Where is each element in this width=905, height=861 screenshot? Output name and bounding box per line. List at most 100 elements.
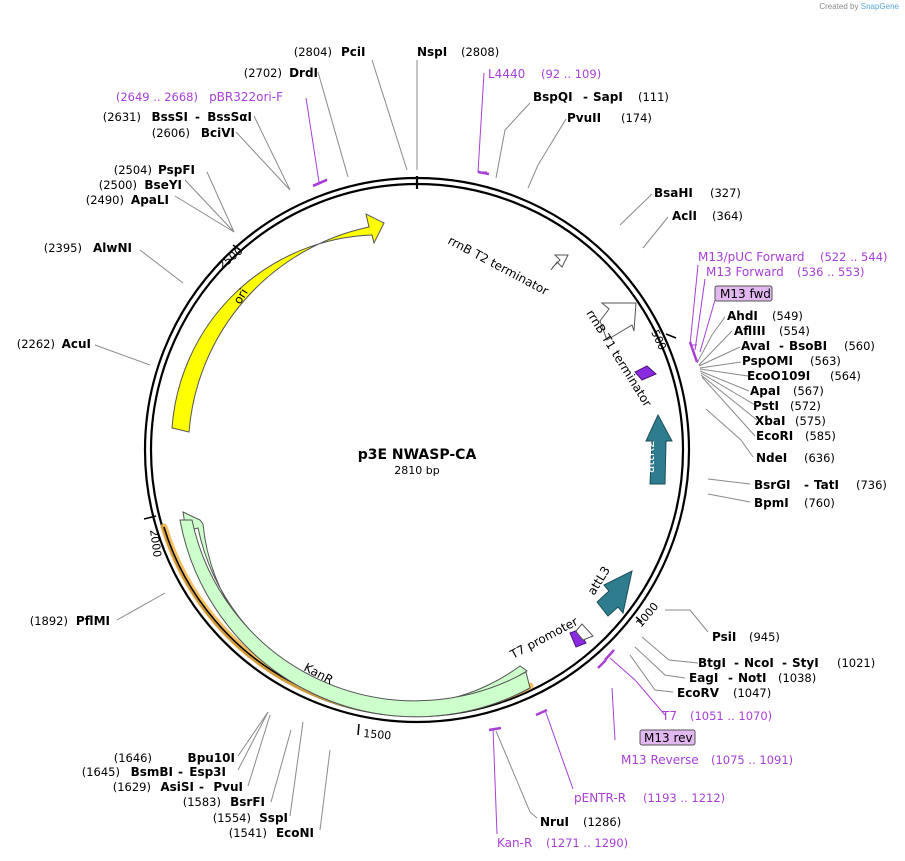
credit-prefix: Created by: [819, 2, 859, 11]
site-ndei-name[interactable]: NdeI: [756, 451, 787, 465]
site-ahdi-name[interactable]: AhdI: [727, 309, 758, 323]
site-sapi-name[interactable]: SapI: [593, 90, 623, 104]
site-pvuii-pos: (174): [621, 111, 652, 125]
site-psii-pos: (945): [749, 630, 780, 644]
site-bsrfi-name[interactable]: BsrFI: [230, 795, 265, 809]
site-bsrgi-sep: -: [804, 478, 809, 492]
site-alwni-pos: (2395): [44, 241, 82, 255]
site-ncoi-name[interactable]: NcoI: [744, 656, 774, 670]
site-nspi-name[interactable]: NspI: [417, 45, 447, 59]
site-avai-name[interactable]: AvaI: [741, 339, 770, 353]
primer-t7-name[interactable]: T7: [661, 709, 677, 723]
site-bsssai-name[interactable]: BssSαI: [207, 110, 252, 124]
site-acli-pos: (364): [712, 209, 743, 223]
site-ecorv-pos: (1047): [733, 686, 771, 700]
site-sapi-pos: (111): [638, 90, 669, 104]
feature-attl3[interactable]: [596, 570, 633, 617]
site-apai-name[interactable]: ApaI: [750, 384, 780, 398]
site-afliii-name[interactable]: AflIII: [734, 324, 766, 338]
site-xbai-name[interactable]: XbaI: [755, 414, 785, 428]
site-pcii-pos: (2804): [294, 45, 332, 59]
site-bpu10i-name[interactable]: Bpu10I: [188, 751, 235, 765]
feature-ori[interactable]: [171, 213, 385, 433]
site-pvui-name[interactable]: PvuI: [213, 780, 243, 794]
tick-1000: 1000: [633, 600, 661, 630]
feature-rrnb-t1[interactable]: [599, 302, 637, 341]
site-acui-name[interactable]: AcuI: [62, 337, 91, 351]
site-drdi-name[interactable]: DrdI: [289, 66, 318, 80]
site-nrui-name[interactable]: NruI: [540, 815, 569, 829]
site-bpmi-pos: (760): [804, 496, 835, 510]
site-bsssi-name[interactable]: BssSI: [151, 110, 188, 124]
site-avai-sep: -: [779, 339, 784, 353]
tick-1500: 1500: [363, 727, 392, 742]
site-acli-name[interactable]: AclI: [672, 209, 697, 223]
site-styi-name[interactable]: StyI: [792, 656, 819, 670]
site-econi-name[interactable]: EcoNI: [276, 826, 314, 840]
feature-t7-promoter[interactable]: [575, 623, 594, 641]
primer-pbr322ori-f-name[interactable]: pBR322ori-F: [209, 90, 283, 104]
site-bpmi-name[interactable]: BpmI: [754, 496, 789, 510]
site-bcivi-name[interactable]: BciVI: [201, 126, 235, 140]
site-bsmbi-name[interactable]: BsmBI: [131, 765, 173, 779]
site-econi-pos: (1541): [229, 826, 267, 840]
site-pspomi-pos: (563): [810, 354, 841, 368]
site-ecori-name[interactable]: EcoRI: [756, 429, 793, 443]
site-noti-name[interactable]: NotI: [738, 671, 767, 685]
site-bsrgi-name[interactable]: BsrGI: [754, 478, 791, 492]
site-pcii-name[interactable]: PciI: [341, 45, 366, 59]
site-ecorv-name[interactable]: EcoRV: [677, 686, 720, 700]
tick-2500: 2500: [216, 244, 246, 272]
site-psii-name[interactable]: PsiI: [712, 630, 736, 644]
site-afliii-pos: (554): [779, 324, 810, 338]
site-eagi-name[interactable]: EagI: [689, 671, 718, 685]
primer-m13-fwd-name[interactable]: M13 Forward: [706, 265, 784, 279]
leader-lines: [94, 59, 758, 831]
site-apali-name[interactable]: ApaLI: [131, 193, 169, 207]
feature-rrnb-t2[interactable]: [550, 254, 569, 271]
feature-mark-ori-site: [634, 365, 657, 381]
site-bseyi-name[interactable]: BseYI: [144, 178, 182, 192]
site-bcivi-pos: (2606): [152, 126, 190, 140]
site-psti-name[interactable]: PstI: [753, 399, 779, 413]
site-btgi-name[interactable]: BtgI: [698, 656, 726, 670]
site-bsobi-pos: (560): [844, 339, 875, 353]
site-ndei-pos: (636): [804, 451, 835, 465]
site-bsahi-name[interactable]: BsaHI: [654, 186, 693, 200]
site-bspqi-sep: -: [583, 90, 588, 104]
feature-label-t7-promoter: T7 promoter: [507, 614, 580, 662]
site-drdi-pos: (2702): [244, 66, 282, 80]
primer-l4440-name[interactable]: L4440: [488, 67, 525, 81]
site-btgi-sep: -: [734, 656, 739, 670]
site-pspomi-name[interactable]: PspOMI: [742, 354, 793, 368]
site-bspqi-name[interactable]: BspQI: [533, 90, 573, 104]
site-nspi-pos: (2808): [461, 45, 499, 59]
primer-m13puc-fwd-name[interactable]: M13/pUC Forward: [698, 250, 805, 264]
site-pvuii-name[interactable]: PvuII: [567, 111, 601, 125]
site-ecoo109i-pos: (564): [830, 369, 861, 383]
primer-pentr-r-name[interactable]: pENTR-R: [574, 791, 626, 805]
tick-500: 500: [648, 328, 669, 353]
plasmid-name: p3E NWASP-CA: [358, 447, 477, 463]
site-tati-name[interactable]: TatI: [814, 478, 839, 492]
primer-m13-reverse-name[interactable]: M13 Reverse: [621, 753, 699, 767]
site-asisi-name[interactable]: AsiSI: [160, 780, 194, 794]
site-ncoi-sep: -: [782, 656, 787, 670]
primer-l4440-pos: (92 .. 109): [541, 67, 601, 81]
site-esp3i-name[interactable]: Esp3I: [189, 765, 226, 779]
feature-attr2[interactable]: [645, 413, 673, 485]
primer-kan-r-name[interactable]: Kan-R: [497, 836, 532, 850]
site-sspi-name[interactable]: SspI: [259, 811, 288, 825]
site-bsobi-name[interactable]: BsoBI: [789, 339, 827, 353]
site-apai-pos: (567): [793, 384, 824, 398]
site-alwni-name[interactable]: AlwNI: [93, 241, 132, 255]
primer-m13-fwd-box[interactable]: [714, 285, 773, 302]
site-asisi-sep: -: [199, 780, 204, 794]
tick-2000: 2000: [147, 529, 164, 559]
primer-m13-rev-box[interactable]: [639, 729, 696, 746]
site-pspfi-name[interactable]: PspFI: [158, 163, 195, 177]
feature-kanr[interactable]: [182, 511, 528, 705]
primer-m13puc-fwd-pos: (522 .. 544): [820, 250, 888, 264]
site-pflmi-name[interactable]: PflMI: [76, 614, 110, 628]
site-ecoo109i-name[interactable]: EcoO109I: [747, 369, 810, 383]
